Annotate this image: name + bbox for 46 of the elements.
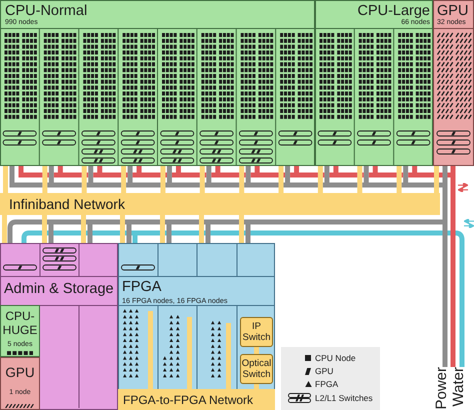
area-title: GPU	[4, 365, 36, 381]
network-link	[254, 384, 259, 389]
switch-label: Optical Switch	[240, 358, 272, 380]
network-label: FPGA-to-FPGA Network	[123, 393, 254, 407]
power-cable	[10, 164, 290, 185]
rack-area	[0, 0, 315, 166]
network-link	[2, 212, 86, 246]
switch-label: IP Switch	[242, 321, 272, 343]
legend-label: CPU Node	[315, 353, 356, 363]
rack-area	[118, 243, 275, 410]
water-pipe	[132, 236, 138, 243]
network-label: Infiniband Network	[9, 196, 125, 212]
power-cable	[324, 164, 408, 185]
water-pipe	[333, 164, 418, 175]
utility-label: Water	[451, 367, 466, 406]
water-pipe	[26, 230, 464, 370]
network-band	[0, 193, 440, 215]
legend-label: L2/L1 Switches	[315, 393, 373, 403]
legend-label: GPU	[315, 366, 334, 376]
rack-area	[0, 243, 118, 410]
network-band	[118, 389, 275, 410]
network-link	[3, 164, 284, 196]
power-cable	[14, 220, 445, 224]
legend-label: FPGA	[315, 379, 338, 389]
network-link	[254, 347, 259, 354]
network-link	[318, 164, 402, 196]
water-pipe	[18, 164, 300, 175]
network-link	[434, 166, 439, 193]
rack-area	[315, 0, 433, 166]
area-title: GPU	[437, 3, 468, 19]
power-cable	[126, 222, 250, 246]
area-title: CPU-Normal	[5, 3, 88, 19]
area-title: Admin & Storage	[4, 281, 114, 298]
water-pipe	[22, 230, 30, 243]
rack-unit	[0, 305, 40, 357]
power-cable	[7, 182, 445, 188]
water-pipe	[16, 172, 453, 178]
area-title: CPU-HUGE	[2, 309, 38, 337]
water-pipe	[450, 166, 456, 367]
rack-area	[433, 0, 474, 166]
rack-unit	[0, 357, 40, 410]
utility-label: Power	[434, 367, 449, 410]
power-cable	[8, 220, 92, 246]
network-link	[120, 212, 244, 246]
area-title: CPU-Large	[357, 3, 430, 19]
area-title: FPGA	[122, 279, 162, 296]
